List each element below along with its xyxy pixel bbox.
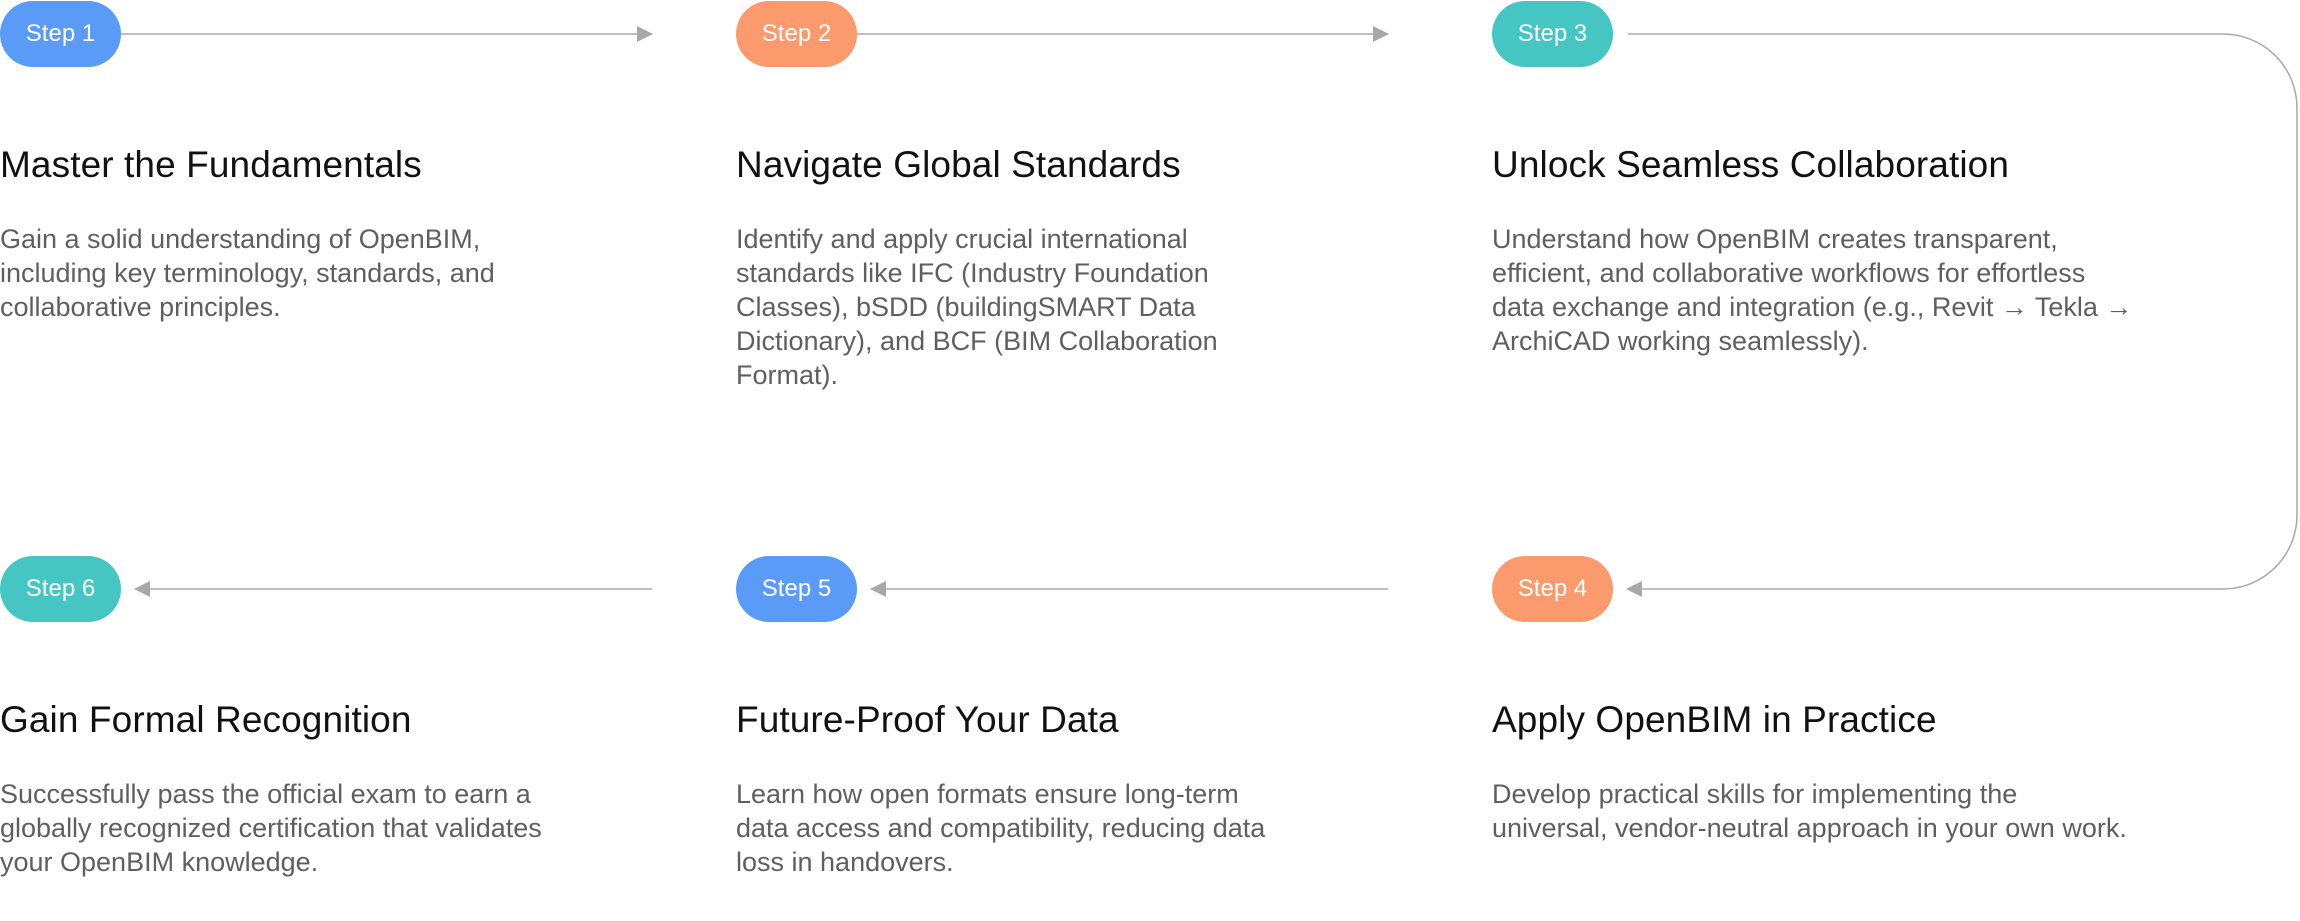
step-badge: Step 6: [0, 556, 121, 622]
step-description: Gain a solid understanding of OpenBIM, i…: [0, 224, 495, 323]
step-card-1: Step 1 Master the Fundamentals Gain a so…: [0, 1, 640, 324]
step-description: Successfully pass the official exam to e…: [0, 779, 542, 878]
step-description: Identify and apply crucial international…: [736, 224, 1218, 391]
step-badge: Step 2: [736, 1, 857, 67]
step-description: Learn how open formats ensure long-term …: [736, 779, 1266, 878]
step-card-6: Step 6 Gain Formal Recognition Successfu…: [0, 556, 640, 879]
step-card-5: Step 5 Future-Proof Your Data Learn how …: [736, 556, 1376, 879]
step-badge: Step 3: [1492, 1, 1613, 67]
step-card-2: Step 2 Navigate Global Standards Identif…: [736, 1, 1376, 392]
step-card-3: Step 3 Unlock Seamless Collaboration Und…: [1492, 1, 2132, 358]
step-title: Future-Proof Your Data: [736, 699, 1119, 740]
step-badge: Step 4: [1492, 556, 1613, 622]
step-title: Master the Fundamentals: [0, 144, 422, 185]
step-title: Navigate Global Standards: [736, 144, 1181, 185]
step-badge: Step 5: [736, 556, 857, 622]
step-description: Develop practical skills for implementin…: [1492, 779, 2127, 844]
step-title: Unlock Seamless Collaboration: [1492, 144, 2010, 185]
step-title: Gain Formal Recognition: [0, 699, 412, 740]
step-title: Apply OpenBIM in Practice: [1492, 699, 1937, 740]
step-card-4: Step 4 Apply OpenBIM in Practice Develop…: [1492, 556, 2132, 845]
step-description: Understand how OpenBIM creates transpare…: [1492, 224, 2133, 357]
step-badge: Step 1: [0, 1, 121, 67]
